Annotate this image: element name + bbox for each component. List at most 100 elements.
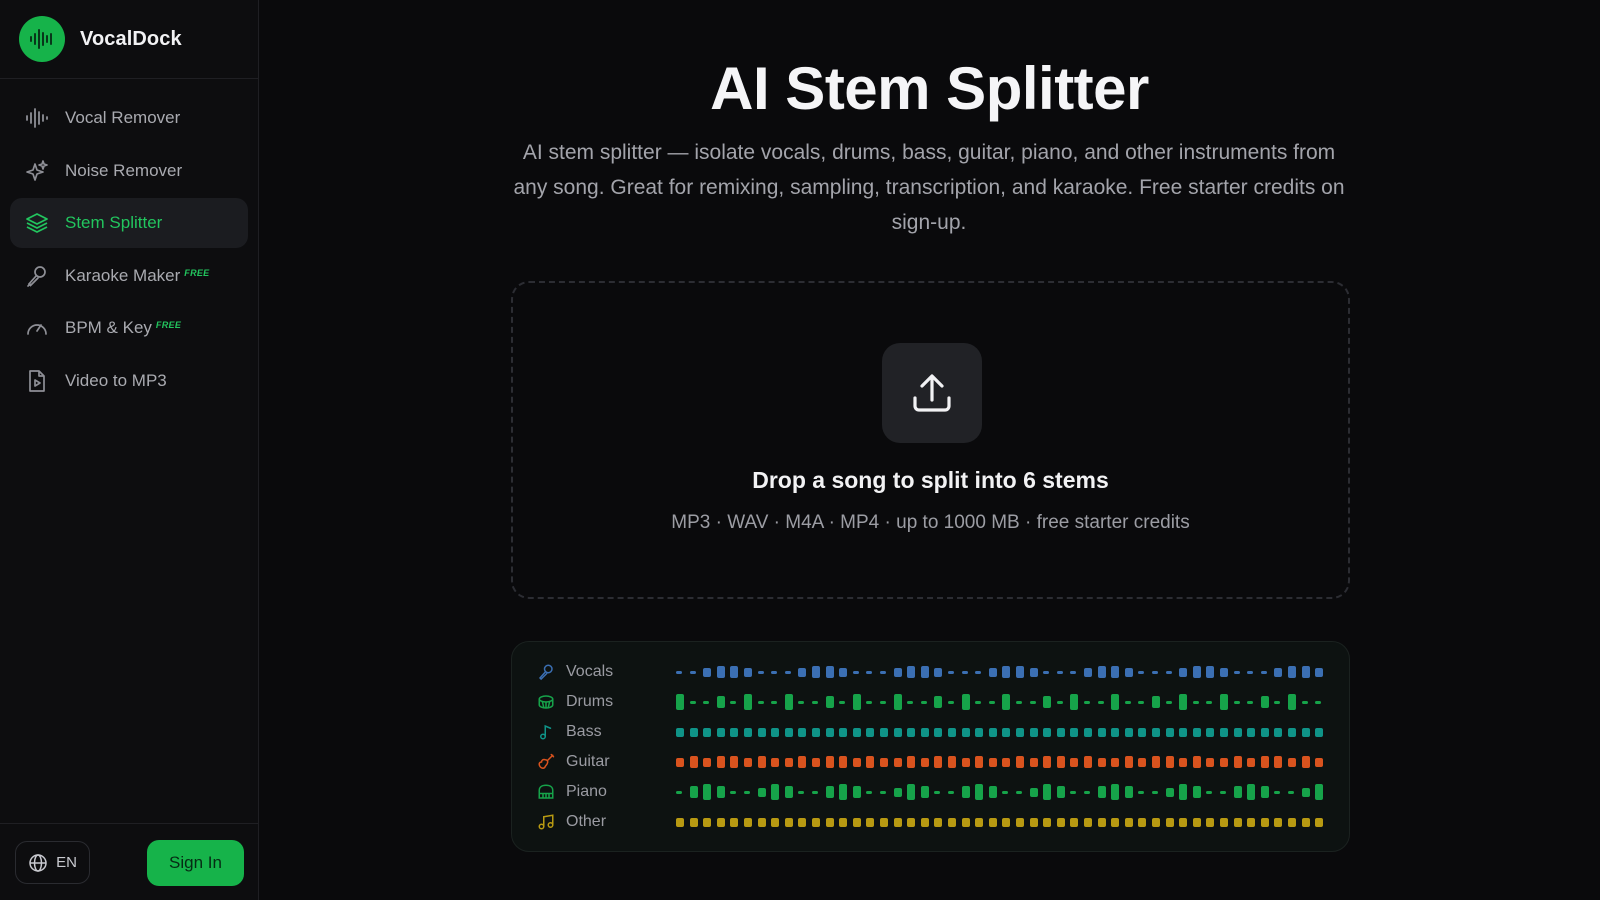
wave-bar [1165,727,1174,737]
wave-bar [812,666,820,678]
wave-bar [934,756,943,768]
wave-bar [1288,817,1296,827]
wave-bar [703,667,712,677]
brand[interactable]: VocalDock [0,0,258,79]
wave-bar [920,700,927,704]
wave-bar [812,757,820,767]
wave-bar [1111,694,1120,710]
stem-row-other: Other [536,807,1326,837]
language-button[interactable]: EN [15,841,90,884]
wave-bar [1165,670,1172,674]
wave-bar [744,817,752,827]
wave-bar [689,817,698,827]
wave-bar [1016,700,1022,704]
wave-bar [771,817,780,827]
wave-bar [893,787,902,797]
wave-bar [1152,790,1158,794]
wave-bar [880,670,886,674]
wave-bar [744,757,752,767]
stem-label: Bass [566,723,602,740]
wave-bar [757,787,766,797]
wave-bar [744,667,752,677]
wave-bar [866,817,875,827]
stems-preview: Vocals Drums Bass Guitar [511,641,1350,852]
sign-in-button[interactable]: Sign In [147,840,244,886]
wave-bar [948,700,954,704]
wave-bar [1124,756,1133,768]
wave-bar [948,727,956,737]
wave-bar [676,790,682,794]
wave-bar [975,817,984,827]
wave-bar [880,817,888,827]
wave-bar [1043,670,1050,674]
wave-bar [744,694,752,710]
wave-bar [1288,790,1294,794]
sidebar-item-noise-remover[interactable]: Noise Remover [10,146,248,196]
wave-bar [676,727,684,737]
wave-bar [988,667,997,677]
wave-bar [798,790,805,794]
wave-bar [1097,817,1106,827]
microphone-icon [25,264,49,288]
wave-bar [866,727,875,737]
stem-row-guitar: Guitar [536,747,1326,777]
wave-bar [1315,757,1324,767]
wave-bar [1084,667,1092,677]
wave-bar [1084,700,1090,704]
wave-bar [1192,666,1201,678]
wave-bar [880,727,888,737]
wave-bar [852,727,861,737]
stem-wave-bass [676,717,1326,747]
wave-bar [988,757,997,767]
wave-bar [1097,786,1106,798]
sidebar-item-bpm-key[interactable]: BPM & Key FREE [10,303,248,353]
page-title: AI Stem Splitter [710,55,1149,122]
stem-row-piano: Piano [536,777,1326,807]
wave-bar [730,756,739,768]
wave-bar [839,700,846,704]
wave-bar [798,700,805,704]
wave-bar [1206,700,1213,704]
wave-bar [1274,817,1283,827]
wave-bar [784,786,793,798]
wave-bar [1260,727,1269,737]
wave-bar [1288,666,1296,678]
sidebar-nav: Vocal Remover Noise Remover Stem Splitte… [0,79,258,406]
wave-bar [852,817,861,827]
wave-bar [1301,787,1310,797]
wave-bar [716,696,725,708]
sidebar-item-stem-splitter[interactable]: Stem Splitter [10,198,248,248]
wave-bar [920,666,929,678]
wave-bar [1288,694,1296,710]
wave-bar [988,727,997,737]
sidebar-item-label: Video to MP3 [65,370,167,390]
wave-bar [1124,786,1133,798]
upload-button[interactable] [882,343,982,443]
wave-bar [1029,700,1036,704]
wave-bar [1315,700,1322,704]
wave-bar [730,790,737,794]
wave-bar [825,756,834,768]
wave-bar [1288,727,1296,737]
wave-bar [1111,817,1120,827]
wave-bar [1097,700,1104,704]
wave-bar [676,817,684,827]
stem-label: Piano [566,783,607,800]
stem-wave-guitar [676,747,1326,777]
upload-dropzone[interactable]: Drop a song to split into 6 stems MP3 · … [511,281,1350,599]
wave-bar [988,817,997,827]
wave-bar [1274,790,1281,794]
wave-bar [689,786,698,798]
sidebar-item-video-to-mp3[interactable]: Video to MP3 [10,356,248,406]
sidebar-item-label: Stem Splitter [65,213,163,232]
wave-bar [1152,817,1160,827]
wave-bar [771,757,780,767]
wave-bar [1124,817,1133,827]
sidebar-item-vocal-remover[interactable]: Vocal Remover [10,93,248,143]
sidebar-item-karaoke-maker[interactable]: Karaoke Maker FREE [10,251,248,301]
wave-bar [812,790,818,794]
wave-bar [1138,700,1145,704]
wave-bar [852,786,861,798]
wave-bar [1002,666,1011,678]
music-notes-icon [536,812,556,832]
